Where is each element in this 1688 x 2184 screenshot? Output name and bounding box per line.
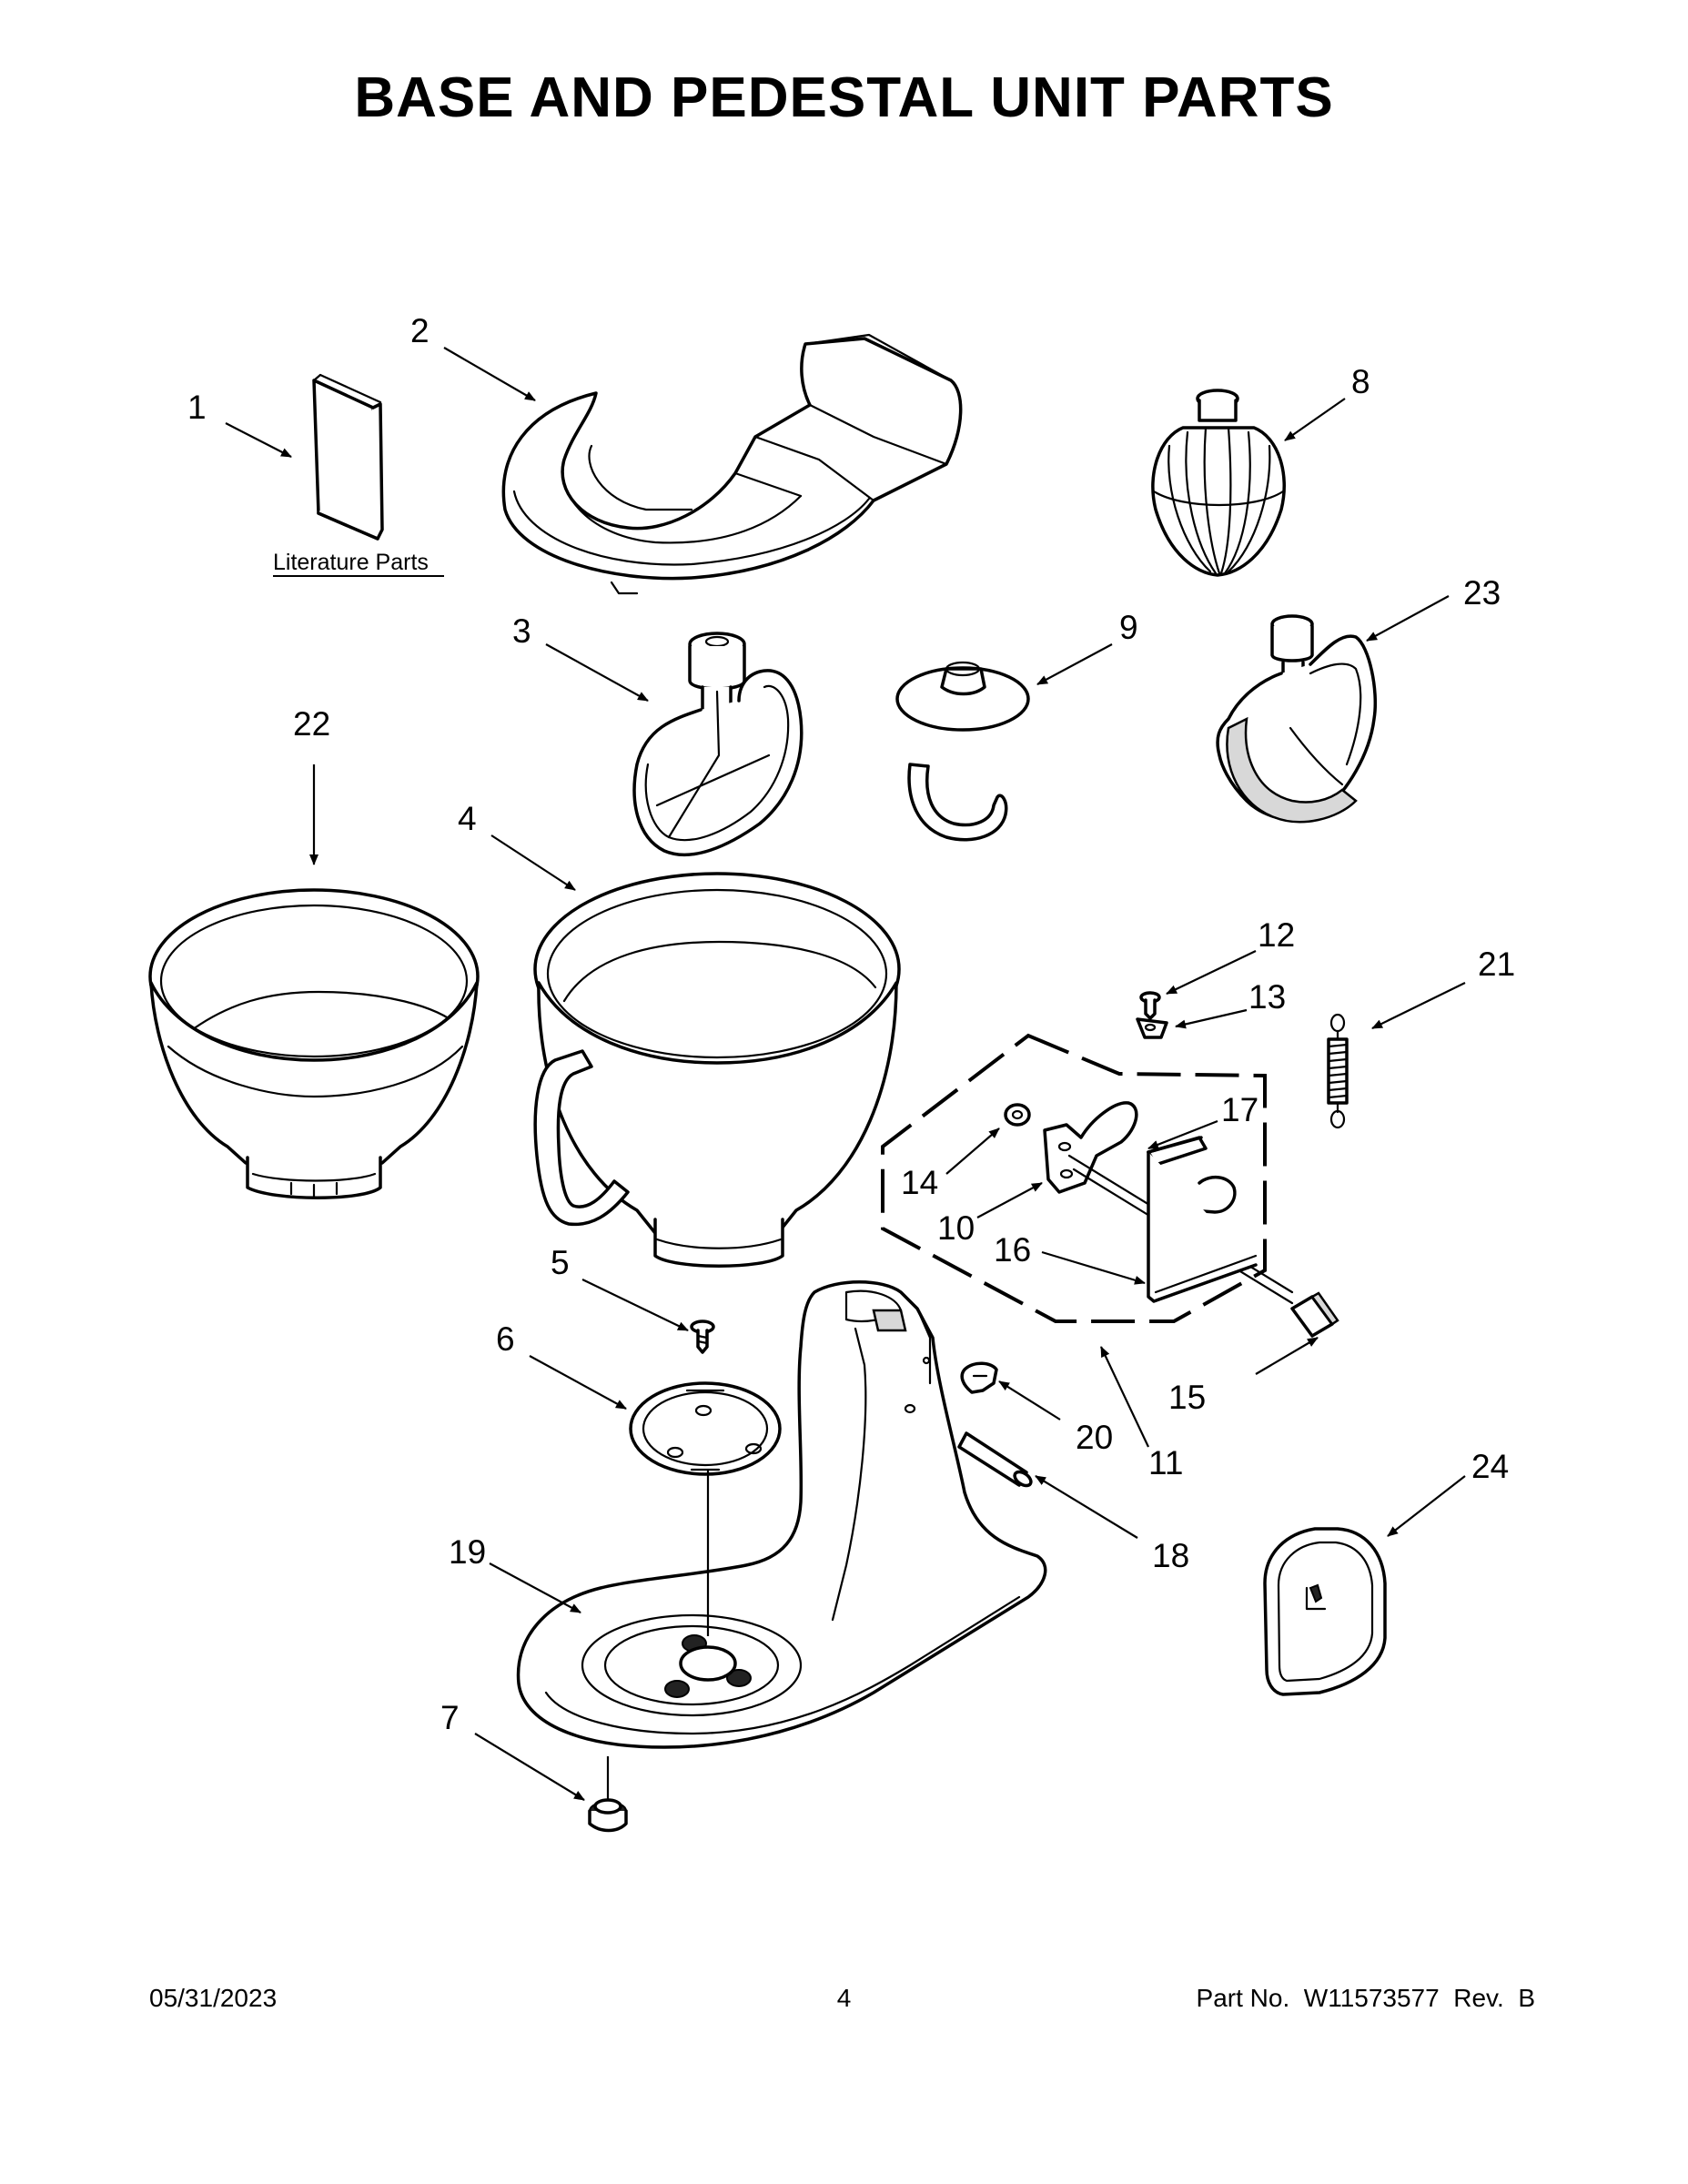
callout-14: 14: [901, 1164, 938, 1201]
callout-13: 13: [1248, 978, 1286, 1016]
leader-15: [1255, 1337, 1319, 1375]
dough-hook[interactable]: [895, 661, 1030, 842]
mixing-bowl[interactable]: [533, 872, 901, 1268]
literature-booklet[interactable]: [312, 373, 384, 541]
leader-24: [1387, 1475, 1466, 1537]
footer-part-number: Part No. W11573577 Rev. B: [1196, 1984, 1535, 2012]
literature-parts-label[interactable]: Literature Parts: [273, 550, 429, 575]
callout-1: 1: [187, 389, 207, 426]
callout-2: 2: [410, 312, 430, 349]
lock-lever[interactable]: [1147, 1136, 1203, 1154]
trim-band[interactable]: [1263, 1527, 1387, 1696]
clamp-plate[interactable]: [629, 1381, 782, 1476]
page-title: BASE AND PEDESTAL UNIT PARTS: [354, 66, 1334, 129]
leader-19: [489, 1562, 581, 1613]
assembly-outline: [881, 1033, 1267, 1323]
callout-6: 6: [496, 1320, 515, 1358]
glass-bowl[interactable]: [148, 888, 480, 1199]
leader-13: [1175, 1008, 1248, 1029]
lock-plate[interactable]: [1136, 1017, 1168, 1039]
leader-12: [1166, 950, 1257, 995]
callout-20: 20: [1076, 1419, 1113, 1456]
callout-16: 16: [994, 1231, 1031, 1269]
footer-date: 05/31/2023: [149, 1984, 278, 2012]
leader-16: [1041, 1250, 1146, 1285]
pedestal-base[interactable]: [516, 1280, 1047, 1749]
screw[interactable]: [690, 1320, 715, 1354]
callout-9: 9: [1119, 609, 1138, 646]
callout-23: 23: [1463, 574, 1501, 612]
leader-1: [225, 422, 292, 458]
leader-17: [1147, 1119, 1218, 1150]
hinge-rod[interactable]: [957, 1431, 1034, 1489]
leader-21: [1371, 982, 1466, 1029]
leader-10: [976, 1182, 1043, 1218]
rubber-foot[interactable]: [588, 1756, 628, 1833]
leader-5: [581, 1279, 689, 1331]
callout-11: 11: [1148, 1444, 1183, 1481]
leader-3: [545, 643, 649, 702]
callout-17: 17: [1221, 1091, 1258, 1128]
callout-3: 3: [512, 612, 531, 650]
leader-8: [1284, 398, 1346, 441]
leader-11: [1100, 1346, 1149, 1448]
leader-7: [474, 1733, 585, 1801]
callout-19: 19: [449, 1533, 486, 1571]
leader-9: [1036, 643, 1113, 685]
washer[interactable]: [1004, 1103, 1031, 1127]
callout-7: 7: [440, 1699, 460, 1736]
callout-18: 18: [1152, 1537, 1189, 1574]
leader-2: [443, 347, 536, 401]
leader-4: [490, 834, 576, 891]
callout-24: 24: [1471, 1448, 1509, 1485]
footer-page-number: 4: [836, 1984, 852, 2012]
callout-4: 4: [458, 800, 477, 837]
spring-clip[interactable]: [960, 1361, 998, 1394]
callout-8: 8: [1351, 363, 1370, 400]
flat-beater[interactable]: [632, 632, 804, 856]
callout-12: 12: [1258, 916, 1295, 954]
wire-whip[interactable]: [1151, 389, 1286, 577]
leader-18: [1035, 1475, 1138, 1539]
tension-spring[interactable]: [1327, 1013, 1349, 1129]
hinge-pin[interactable]: [1290, 1291, 1339, 1338]
callout-22: 22: [293, 705, 330, 743]
leader-23: [1366, 595, 1450, 642]
leader-20: [998, 1380, 1061, 1421]
callout-10: 10: [937, 1209, 975, 1247]
callout-21: 21: [1478, 945, 1515, 983]
hinge-assembly[interactable]: [1043, 1101, 1294, 1305]
small-screw[interactable]: [1139, 991, 1161, 1020]
callout-15: 15: [1168, 1379, 1206, 1416]
leader-14: [945, 1127, 1000, 1175]
leader-6: [529, 1355, 627, 1410]
callout-5: 5: [551, 1244, 570, 1281]
flex-edge-beater[interactable]: [1216, 614, 1378, 824]
pouring-shield[interactable]: [501, 333, 963, 595]
